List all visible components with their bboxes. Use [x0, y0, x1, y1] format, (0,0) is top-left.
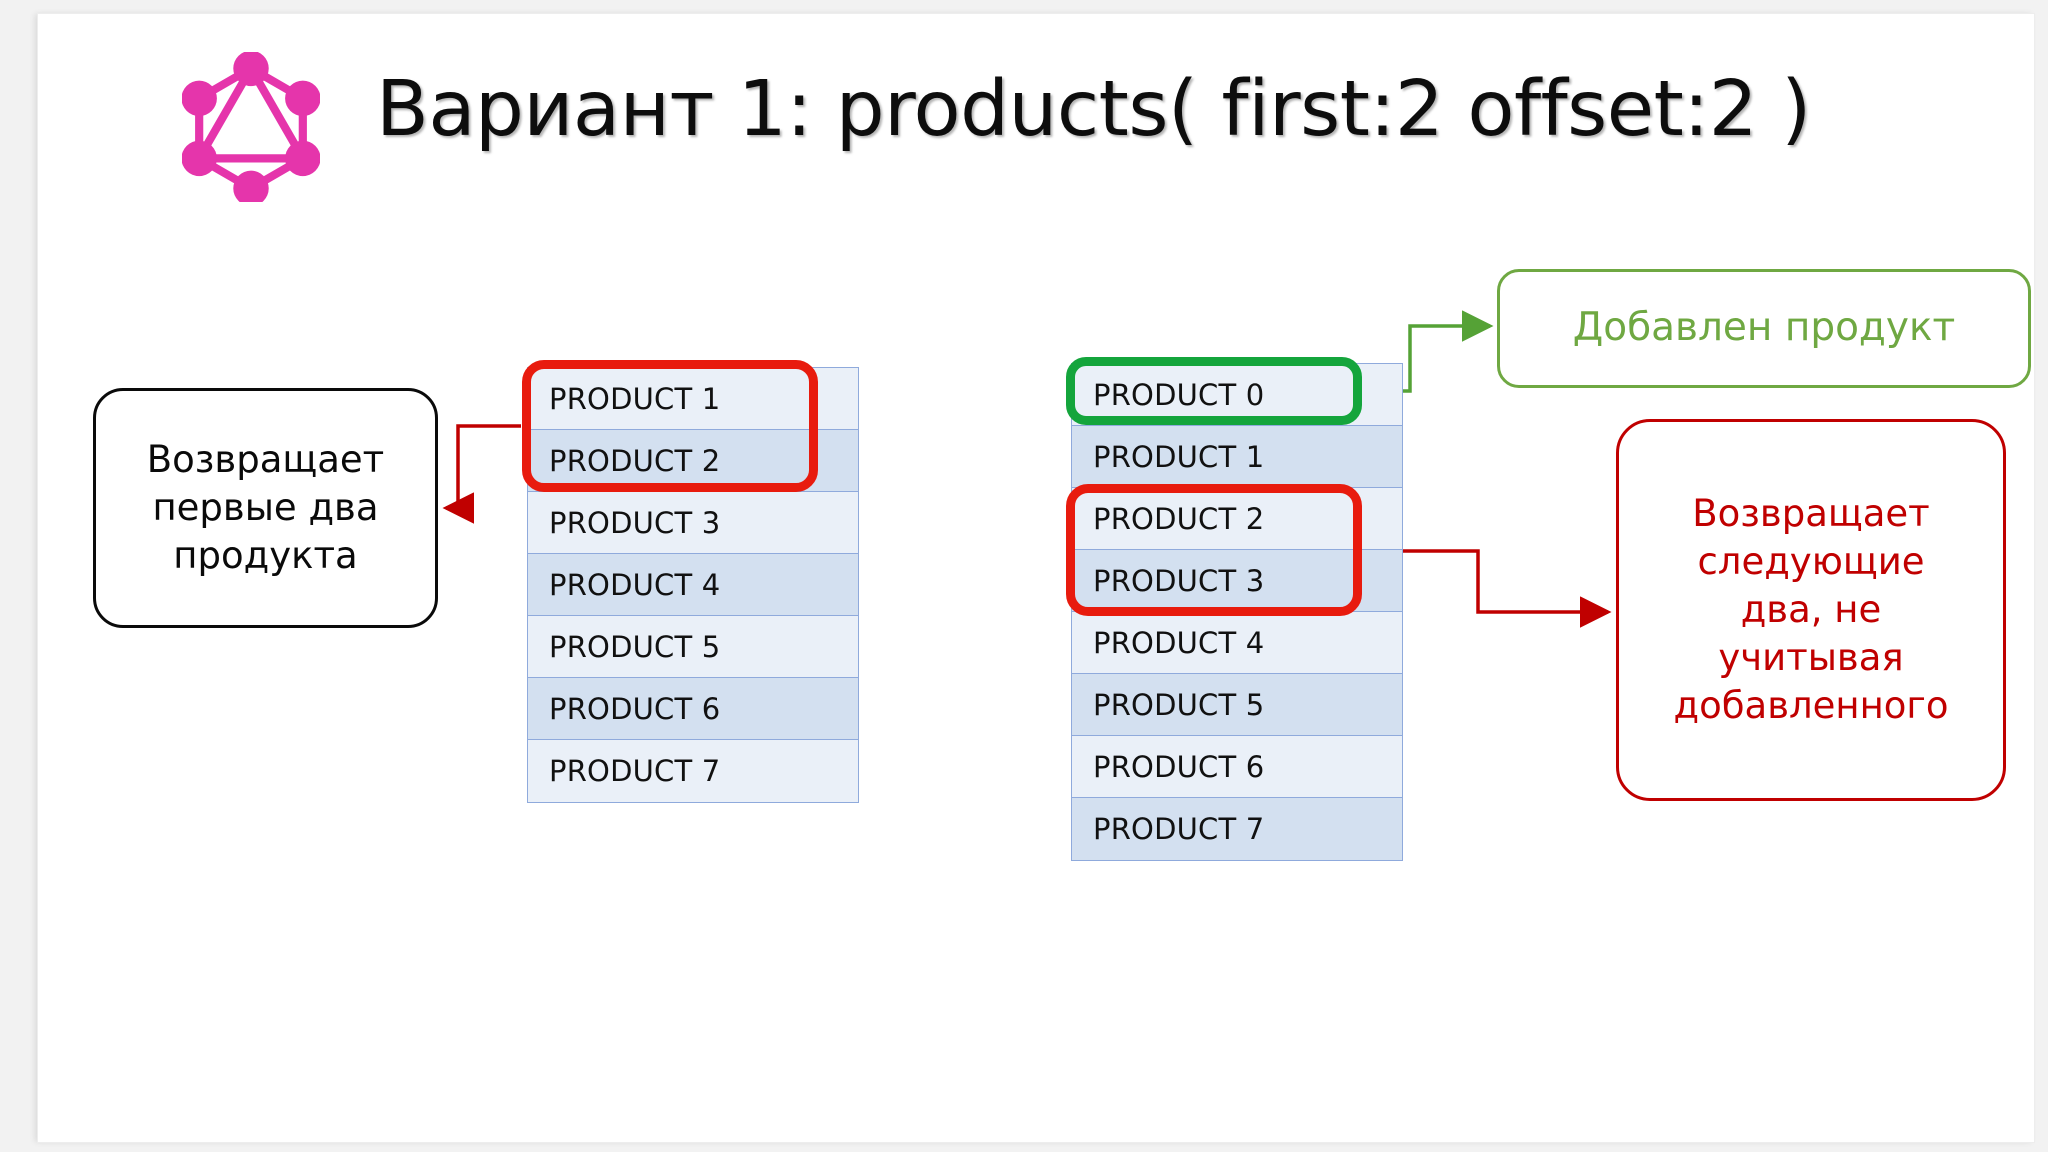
connector-left-red: [442, 424, 521, 524]
table-row[interactable]: PRODUCT 2: [528, 430, 858, 492]
table-row[interactable]: PRODUCT 4: [528, 554, 858, 616]
page-title: Вариант 1: products( first:2 offset:2 ): [376, 65, 1811, 154]
graphql-logo-icon: [182, 52, 320, 202]
table-row[interactable]: PRODUCT 0: [1072, 364, 1402, 426]
callout-returns-first-two: Возвращает первые два продукта: [93, 388, 438, 628]
callout-returns-next-two: Возвращает следующие два, не учитывая до…: [1616, 419, 2006, 801]
table-row[interactable]: PRODUCT 6: [1072, 736, 1402, 798]
callout-next-text: Возвращает следующие два, не учитывая до…: [1673, 491, 1949, 728]
table-row[interactable]: PRODUCT 1: [1072, 426, 1402, 488]
table-row[interactable]: PRODUCT 4: [1072, 612, 1402, 674]
callout-left-text: Возвращает первые два продукта: [146, 437, 385, 578]
products-list-after[interactable]: PRODUCT 0 PRODUCT 1 PRODUCT 2 PRODUCT 3 …: [1071, 363, 1403, 861]
table-row[interactable]: PRODUCT 2: [1072, 488, 1402, 550]
table-row[interactable]: PRODUCT 5: [528, 616, 858, 678]
products-list-before[interactable]: PRODUCT 1 PRODUCT 2 PRODUCT 3 PRODUCT 4 …: [527, 367, 859, 803]
table-row[interactable]: PRODUCT 3: [1072, 550, 1402, 612]
slide-canvas: Вариант 1: products( first:2 offset:2 ) …: [38, 14, 2034, 1142]
table-row[interactable]: PRODUCT 5: [1072, 674, 1402, 736]
table-row[interactable]: PRODUCT 7: [1072, 798, 1402, 860]
table-row[interactable]: PRODUCT 3: [528, 492, 858, 554]
table-row[interactable]: PRODUCT 1: [528, 368, 858, 430]
slide-header: Вариант 1: products( first:2 offset:2 ): [38, 14, 2034, 224]
table-row[interactable]: PRODUCT 7: [528, 740, 858, 802]
table-row[interactable]: PRODUCT 6: [528, 678, 858, 740]
callout-product-added: Добавлен продукт: [1497, 269, 2031, 388]
callout-added-text: Добавлен продукт: [1572, 305, 1956, 351]
connector-right-red: [1367, 549, 1612, 628]
